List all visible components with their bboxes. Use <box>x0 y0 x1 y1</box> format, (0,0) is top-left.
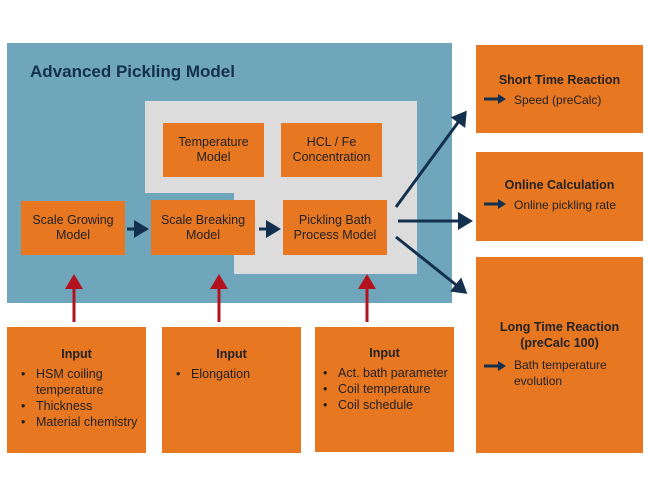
output-arrow-short-time <box>394 110 467 208</box>
arrow-right-icon <box>484 199 506 209</box>
temperature-model-label: Temperature Model <box>178 135 249 164</box>
input-list: Act. bath parameter Coil temperature Coi… <box>315 365 454 413</box>
hcl-fe-concentration-label: HCL / Fe Concentration <box>292 135 371 164</box>
input-heading: Input <box>216 347 247 361</box>
output-heading: Long Time Reaction (preCalc 100) <box>499 320 620 350</box>
output-online-calculation: Online Calculation Online pickling rate <box>476 152 643 241</box>
scale-growing-model-label: Scale Growing Model <box>32 213 114 242</box>
arrow-right-icon <box>484 361 506 371</box>
arrow-right-icon <box>484 94 506 104</box>
output-arrow-long-time <box>395 235 468 294</box>
pickling-bath-process-model-label: Pickling Bath Process Model <box>293 212 377 242</box>
input-list: HSM coiling temperature Thickness Materi… <box>7 366 146 430</box>
input-heading: Input <box>369 346 400 360</box>
input-list: Elongation <box>162 366 301 382</box>
scale-breaking-model-box: Scale Breaking Model <box>151 200 255 255</box>
input-box-scale-growing: Input HSM coiling temperature Thickness … <box>7 327 146 453</box>
diagram-title: Advanced Pickling Model <box>30 62 235 81</box>
input-box-pickling-bath: Input Act. bath parameter Coil temperatu… <box>315 327 454 452</box>
input-item: Thickness <box>21 398 146 414</box>
input-item: Coil schedule <box>323 397 454 413</box>
input-item: Coil temperature <box>323 381 454 397</box>
output-item: Online pickling rate <box>514 198 617 212</box>
input-item: HSM coiling temperature <box>21 366 146 398</box>
input-box-scale-breaking: Input Elongation <box>162 327 301 453</box>
scale-growing-model-box: Scale Growing Model <box>21 201 125 255</box>
scale-breaking-model-label: Scale Breaking Model <box>160 212 246 242</box>
output-item: Bath temperature evolution <box>514 358 607 388</box>
input-item: Material chemistry <box>21 414 146 430</box>
pickling-bath-process-model-box: Pickling Bath Process Model <box>283 200 387 255</box>
output-heading: Online Calculation <box>504 178 615 192</box>
output-item: Speed (preCalc) <box>514 93 602 107</box>
input-heading: Input <box>61 347 92 361</box>
temperature-model-box: Temperature Model <box>163 123 264 177</box>
output-long-time-reaction: Long Time Reaction (preCalc 100) Bath te… <box>476 257 643 453</box>
input-item: Act. bath parameter <box>323 365 454 381</box>
output-short-time-reaction: Short Time Reaction Speed (preCalc) <box>476 45 643 133</box>
output-heading: Short Time Reaction <box>498 73 621 87</box>
input-item: Elongation <box>176 366 301 382</box>
hcl-fe-concentration-box: HCL / Fe Concentration <box>281 123 382 177</box>
